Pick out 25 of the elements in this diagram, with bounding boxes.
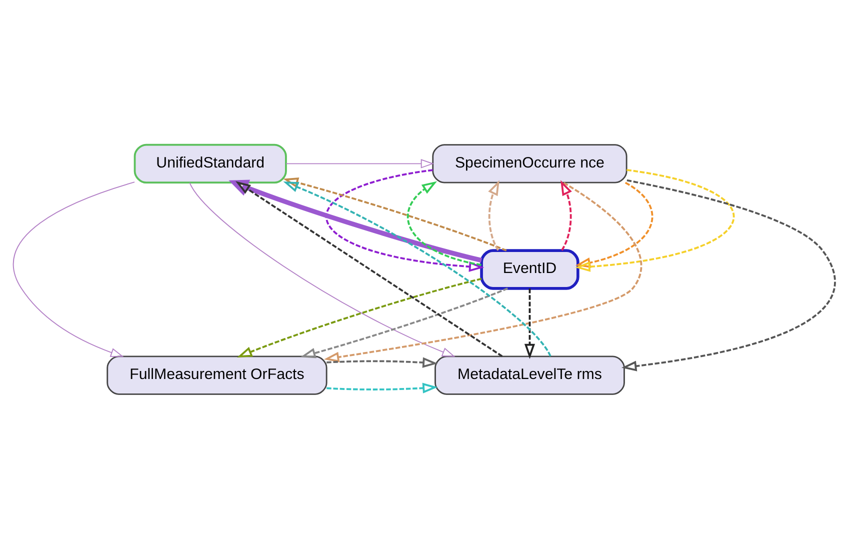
node-box: FullMeasurement OrFacts (106, 356, 328, 395)
arrow (235, 181, 503, 358)
arrow (621, 179, 836, 372)
arrow (575, 182, 654, 268)
node-box: MetadataLevelTe rms (434, 356, 625, 395)
arrow (560, 180, 572, 251)
arrow (237, 278, 482, 358)
arrow (12, 182, 135, 357)
arrow (300, 288, 508, 358)
node-box: EventID (480, 249, 580, 290)
arrow (406, 181, 482, 266)
arrow (324, 182, 642, 362)
arrow (189, 182, 456, 357)
node-box: SpecimenOccurre nce (432, 144, 628, 184)
arrow (575, 169, 734, 272)
arrow (228, 180, 482, 263)
arrow (326, 169, 484, 272)
node-box: UnifiedStandard (134, 144, 287, 184)
arrow (283, 182, 552, 357)
arrow (488, 180, 500, 251)
arrow (283, 178, 507, 252)
arrow (524, 288, 536, 359)
arrow (326, 357, 438, 368)
arrow (326, 382, 438, 394)
arrow (286, 159, 434, 168)
